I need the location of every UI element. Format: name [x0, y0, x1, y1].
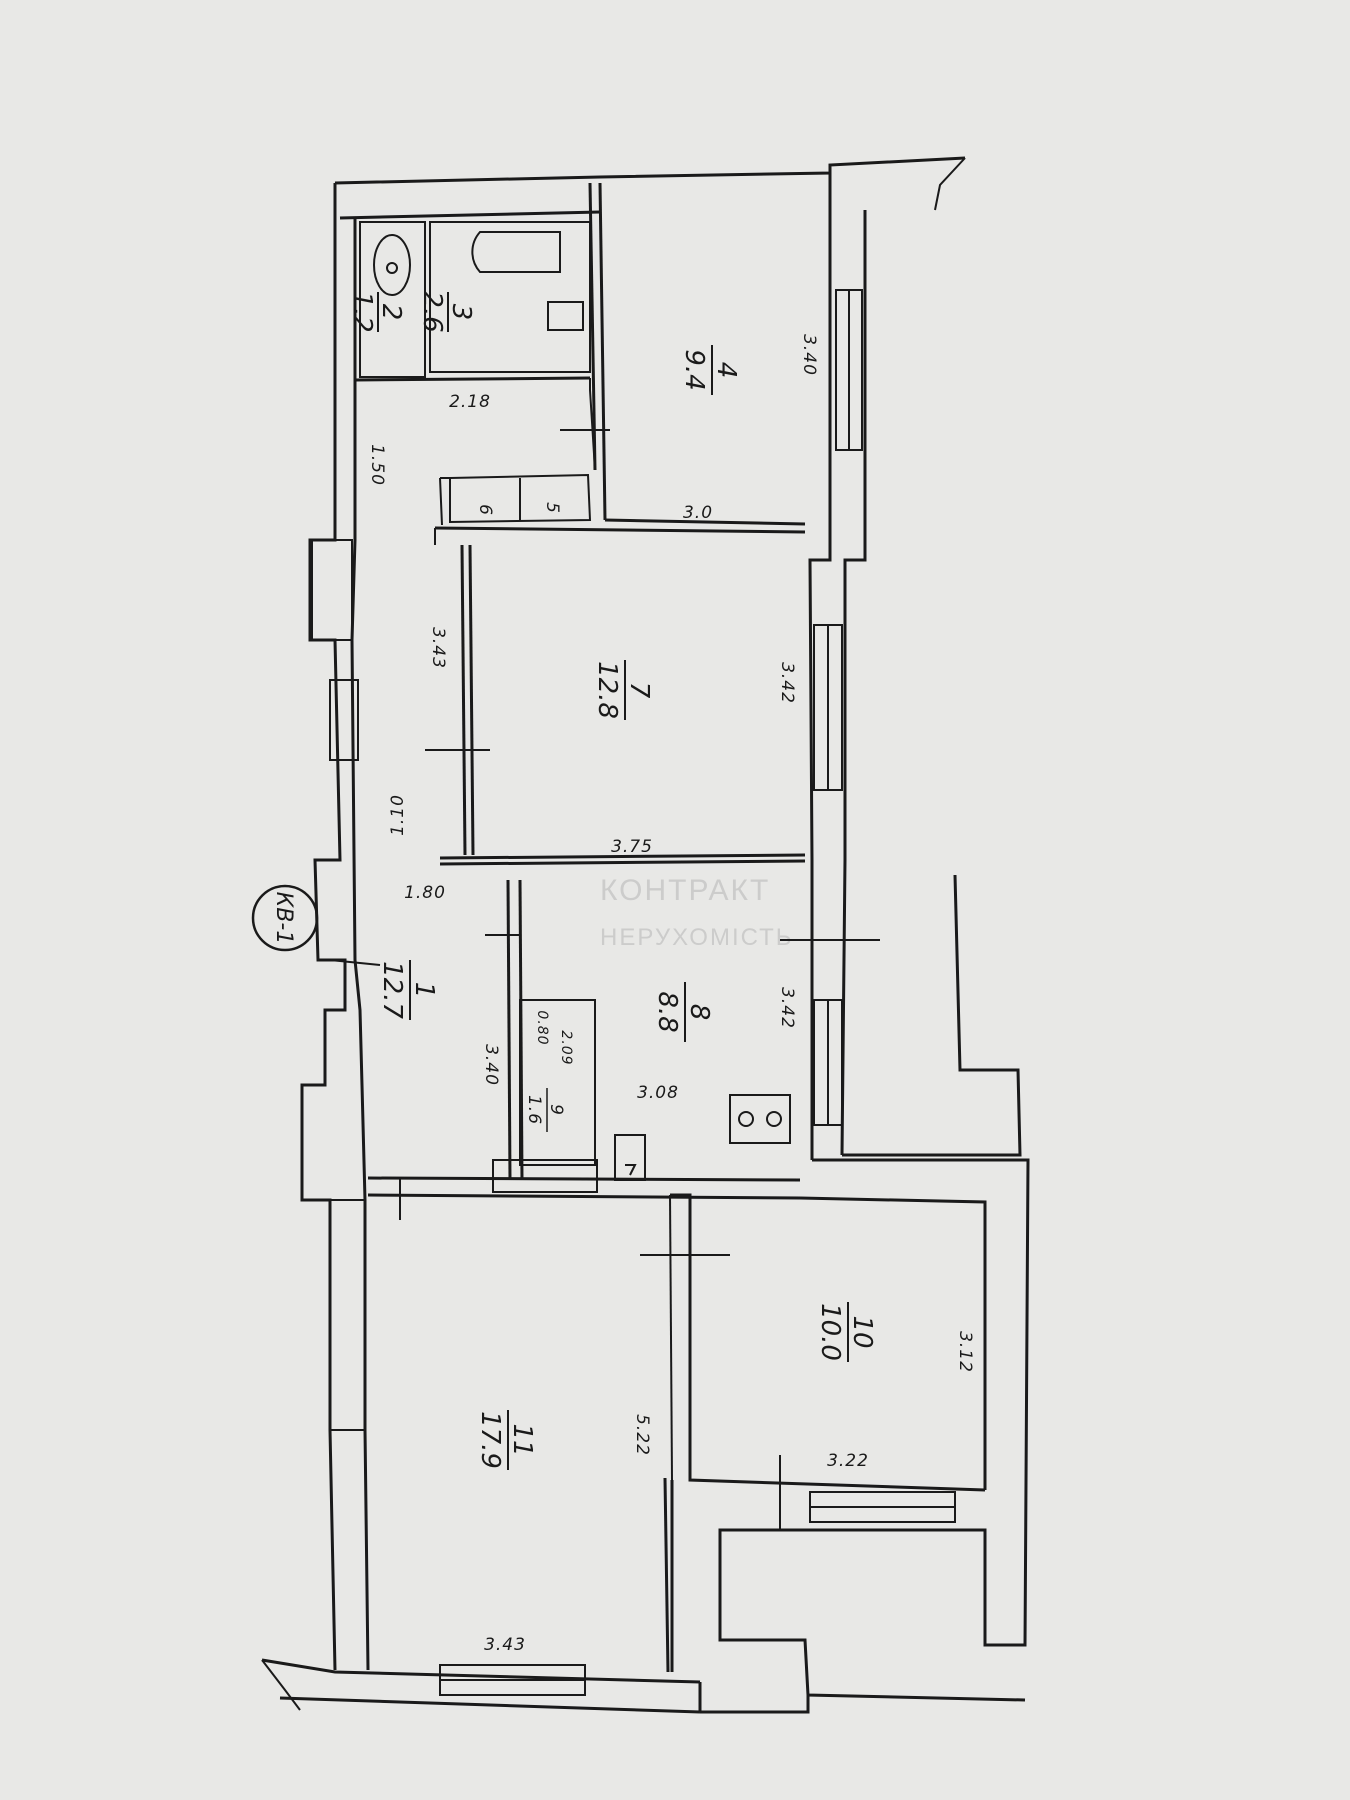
dim-3-43-room-11: 3.43 [484, 1635, 526, 1655]
room-10-number: 10 [847, 1315, 877, 1348]
room-8-label: 8 8.8 [652, 982, 714, 1042]
watermark-line1: КОНТРАКТ [600, 874, 770, 907]
watermark: КОНТРАКТ НЕРУХОМІСТЬ [600, 874, 794, 951]
dim-3-43-room-7: 3.43 [428, 627, 448, 669]
room-11-number: 11 [507, 1423, 537, 1456]
windows [311, 289, 956, 1696]
outer-walls [261, 156, 1030, 1714]
window-room-4 [835, 289, 863, 451]
room-2-number: 2 [376, 304, 406, 321]
room-4-label: 4 9.4 [679, 345, 741, 395]
room-5-number: 5 [542, 502, 562, 514]
room-4-number: 4 [711, 362, 741, 379]
room-8-number: 8 [684, 1004, 714, 1021]
stamp-text: КВ-1 [271, 892, 296, 945]
dim-3-08: 3.08 [637, 1083, 679, 1103]
window-room-1-upper [311, 539, 353, 641]
window-room-7 [813, 624, 843, 791]
apartment-stamp: КВ-1 [251, 884, 319, 952]
room-7-label: 7 12.8 [592, 660, 654, 720]
dim-1-50: 1.50 [367, 444, 387, 486]
room-5-label: 5 [542, 502, 562, 514]
room-6-label: 6 [475, 504, 495, 516]
room-3-area: 2.6 [417, 291, 447, 332]
window-room-8 [813, 999, 843, 1126]
room-6-number: 6 [475, 504, 495, 516]
dim-3-12: 3.12 [955, 1331, 975, 1373]
room-4-area: 9.4 [679, 349, 709, 390]
dim-3-22: 3.22 [827, 1451, 869, 1471]
room-1-label: 1 12.7 [377, 960, 439, 1020]
dim-1-10: 1.10 [388, 794, 408, 836]
room-9-number: 9 [546, 1104, 566, 1116]
dim-3-42-room-7: 3.42 [777, 662, 797, 704]
dim-0-80: 0.80 [534, 1010, 550, 1045]
dim-3-42-room-8: 3.42 [777, 987, 797, 1029]
room-10-label: 10 10.0 [815, 1302, 877, 1362]
window-room-11 [329, 1199, 366, 1431]
room-11-area: 17.9 [475, 1411, 505, 1469]
dim-3-0: 3.0 [683, 503, 713, 523]
room-3-number: 3 [446, 304, 476, 321]
dim-3-40-room-4: 3.40 [799, 334, 819, 376]
dim-3-40-room-1: 3.40 [481, 1044, 501, 1086]
room-3-label: 3 2.6 [417, 291, 476, 332]
watermark-line2: НЕРУХОМІСТЬ [600, 924, 794, 951]
window-room-1-middle [329, 679, 359, 761]
room-2-area: 1.2 [347, 291, 377, 332]
room-10-area: 10.0 [815, 1303, 845, 1361]
dim-2-09: 2.09 [558, 1030, 574, 1065]
room-1-area: 12.7 [377, 961, 407, 1019]
dim-3-75: 3.75 [611, 837, 653, 857]
room-8-area: 8.8 [652, 991, 682, 1032]
window-room-10-bottom [809, 1491, 956, 1523]
room-9-label: 9 1.6 [524, 1088, 566, 1132]
room-7-area: 12.8 [592, 661, 622, 719]
dim-2-18: 2.18 [449, 392, 491, 412]
room-7-number: 7 [624, 682, 654, 699]
room-9-area: 1.6 [524, 1095, 544, 1125]
room-11-label: 11 17.9 [475, 1410, 537, 1470]
interior-walls [329, 182, 987, 1673]
room-labels: 2 1.2 3 2.6 4 9.4 5 6 7 12.8 8 8.8 [347, 291, 877, 1470]
dimensions: 1.50 2.18 3.40 3.0 3.43 3.42 1.10 3.75 1… [367, 334, 975, 1655]
window-room-11-bottom [439, 1664, 586, 1696]
room-1-number: 1 [409, 982, 439, 999]
dim-5-22: 5.22 [632, 1414, 652, 1456]
dim-1-80: 1.80 [404, 883, 446, 903]
room-2-label: 2 1.2 [347, 291, 406, 332]
